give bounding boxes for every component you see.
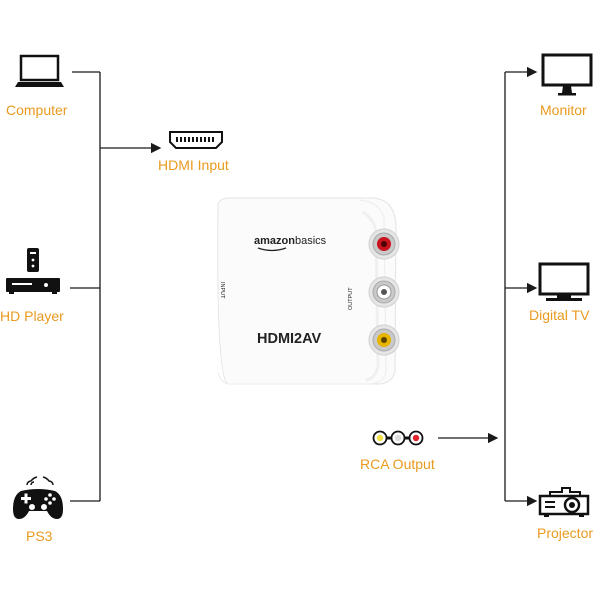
input-label-computer: Computer	[6, 102, 68, 118]
converter-device: INPUT OUTPUT amazonbasics HDMI2AV	[217, 197, 400, 385]
device-model: HDMI2AV	[257, 331, 322, 347]
laptop-icon	[15, 54, 64, 87]
device-input-label: INPUT	[219, 282, 225, 299]
device-output-label: OUTPUT	[348, 287, 354, 310]
rca-output-label: RCA Output	[360, 456, 435, 472]
output-connector-lines	[438, 66, 538, 507]
projector-icon	[538, 487, 590, 517]
rca-jack-red	[368, 228, 400, 260]
dvd-player-icon	[6, 248, 60, 294]
rca-jack-white	[368, 276, 400, 308]
tv-icon	[538, 262, 590, 301]
brand-smile-icon	[257, 247, 287, 252]
hdmi-connector-icon	[169, 131, 223, 149]
input-label-hd-player: HD Player	[0, 308, 64, 324]
monitor-icon	[541, 53, 593, 96]
output-label-digital-tv: Digital TV	[529, 307, 590, 323]
input-connector-lines	[70, 71, 162, 502]
rca-plugs-icon	[372, 430, 424, 446]
gamepad-icon	[13, 476, 63, 519]
output-label-monitor: Monitor	[540, 102, 587, 118]
input-label-ps3: PS3	[26, 528, 53, 544]
device-brand: amazonbasics	[254, 235, 327, 247]
hdmi-input-label: HDMI Input	[158, 157, 229, 173]
output-label-projector: Projector	[537, 525, 594, 541]
rca-jack-yellow	[368, 324, 400, 356]
